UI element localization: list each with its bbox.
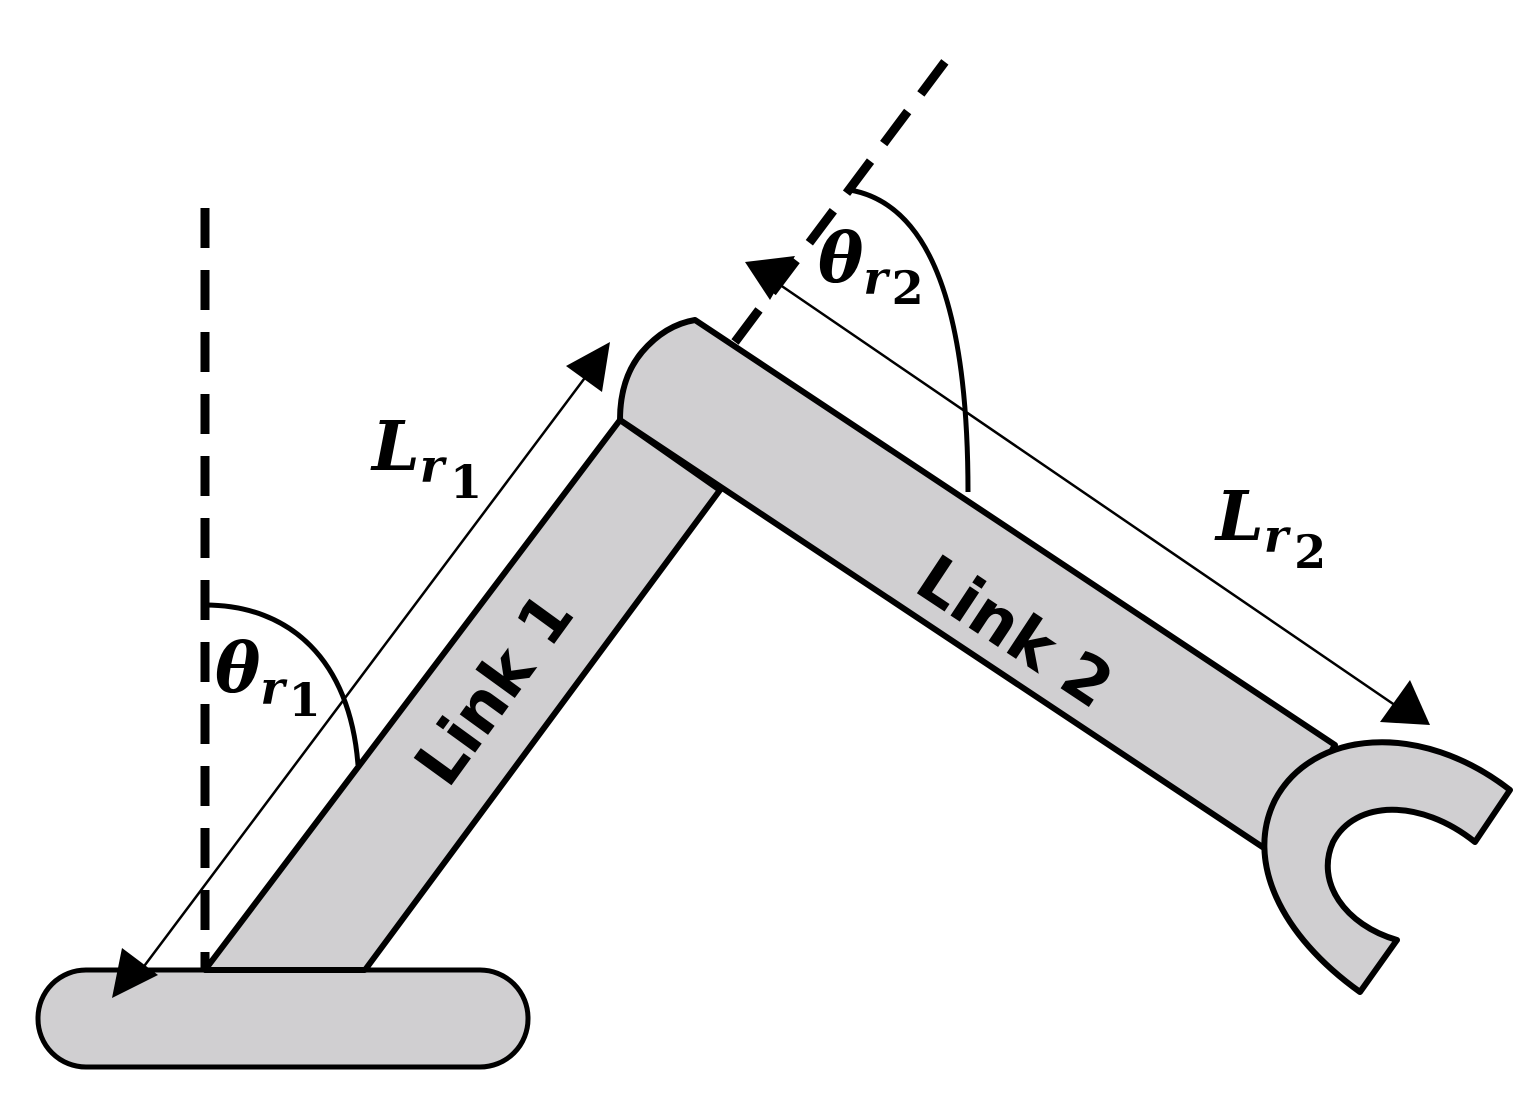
length-r2-subscript: r <box>1264 509 1292 563</box>
theta-r1-arc <box>204 602 361 766</box>
theta-r1-label: θr1 <box>215 629 321 727</box>
theta-r1-subscript-number: 1 <box>289 673 321 727</box>
base-platform <box>35 967 531 1070</box>
link2-bar <box>617 317 1338 855</box>
theta-r2-arc <box>849 187 971 493</box>
length-r1-arrowhead-bottom <box>112 948 158 998</box>
theta-r1-symbol: θ <box>215 629 261 709</box>
theta-r2-subscript: r <box>863 251 891 305</box>
length-r1-subscript-number: 1 <box>450 455 482 509</box>
length-r1-arrow <box>128 374 589 986</box>
length-r1-arrowhead-top <box>566 342 610 392</box>
length-r1-subscript: r <box>420 439 448 493</box>
gripper-end-effector <box>1261 739 1513 995</box>
theta-r2-label: θr2 <box>818 219 924 315</box>
length-r1-symbol: L <box>370 407 420 487</box>
length-r2-arrowhead-top <box>745 256 795 300</box>
length-r2-subscript-number: 2 <box>1294 525 1326 579</box>
theta-r1-subscript: r <box>260 661 288 715</box>
length-r2-arrowhead-bottom <box>1380 680 1430 725</box>
theta-r2-subscript-number: 2 <box>892 261 924 315</box>
length-r2-symbol: L <box>1214 477 1264 557</box>
length-r2-arrow <box>769 276 1406 714</box>
theta-r2-symbol: θ <box>818 219 864 299</box>
